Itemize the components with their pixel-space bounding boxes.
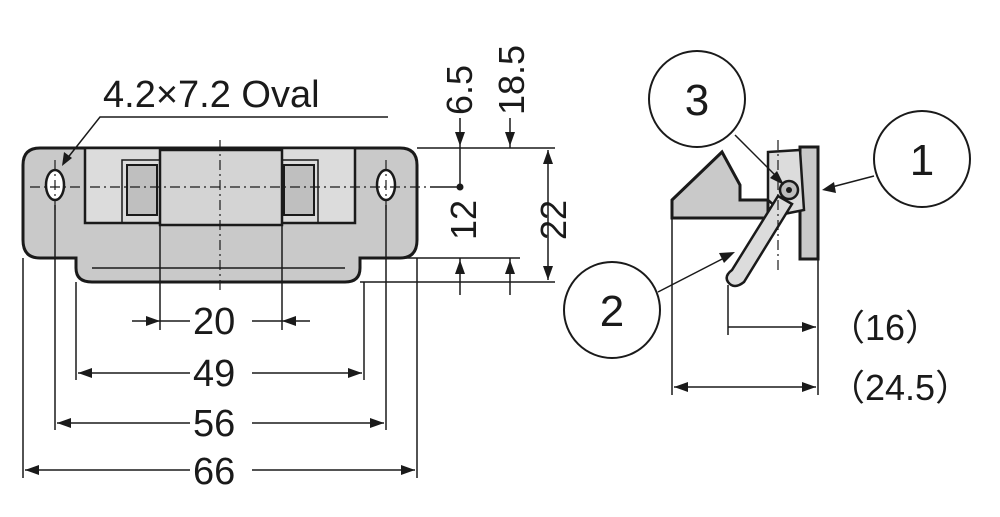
pivot-center: [786, 187, 792, 193]
dim-22: 22: [533, 200, 574, 240]
dim-12: 12: [443, 200, 484, 240]
front-view: [21, 140, 430, 290]
dim-6-5: 6.5: [439, 65, 480, 115]
recess-left: [126, 164, 158, 216]
callout-1-arrow: [822, 182, 836, 193]
horizontal-dimensions: 20 49 56 66: [22, 205, 418, 493]
center-roller: [158, 148, 284, 227]
dim-20: 20: [193, 301, 235, 343]
callout-2-label: 2: [600, 287, 624, 336]
callout-2: 2: [563, 252, 735, 359]
callout-1-circle: [873, 110, 971, 208]
latch-arm: [725, 194, 794, 288]
side-view: [670, 140, 820, 288]
dim-66: 66: [193, 451, 235, 493]
dim-49: 49: [193, 353, 235, 395]
callout-3-arrow: [770, 171, 784, 185]
oval-leader: [65, 116, 388, 161]
callout-2-circle: [563, 261, 661, 359]
callout-3: 3: [648, 50, 784, 185]
recess-right: [283, 164, 315, 216]
oval-leader-arrow: [62, 152, 72, 166]
callout-2-arrow: [719, 252, 735, 263]
callout-3-circle: [648, 50, 746, 148]
side-dimensions: （16） （24.5）: [671, 218, 971, 408]
dim-18-5: 18.5: [491, 45, 532, 115]
callout-1-label: 1: [910, 136, 934, 185]
vertical-dimensions: 6.5 18.5 12 22: [360, 45, 574, 295]
oval-callout: 4.2×7.2 Oval: [62, 74, 388, 166]
callout-1: 1: [822, 110, 971, 208]
striker-wedge: [670, 149, 770, 220]
oval-label: 4.2×7.2 Oval: [103, 74, 320, 116]
callout-3-label: 3: [685, 76, 709, 125]
dim-24-5: （24.5）: [829, 367, 971, 408]
dim-56: 56: [193, 403, 235, 445]
dim-16: （16）: [829, 307, 941, 348]
